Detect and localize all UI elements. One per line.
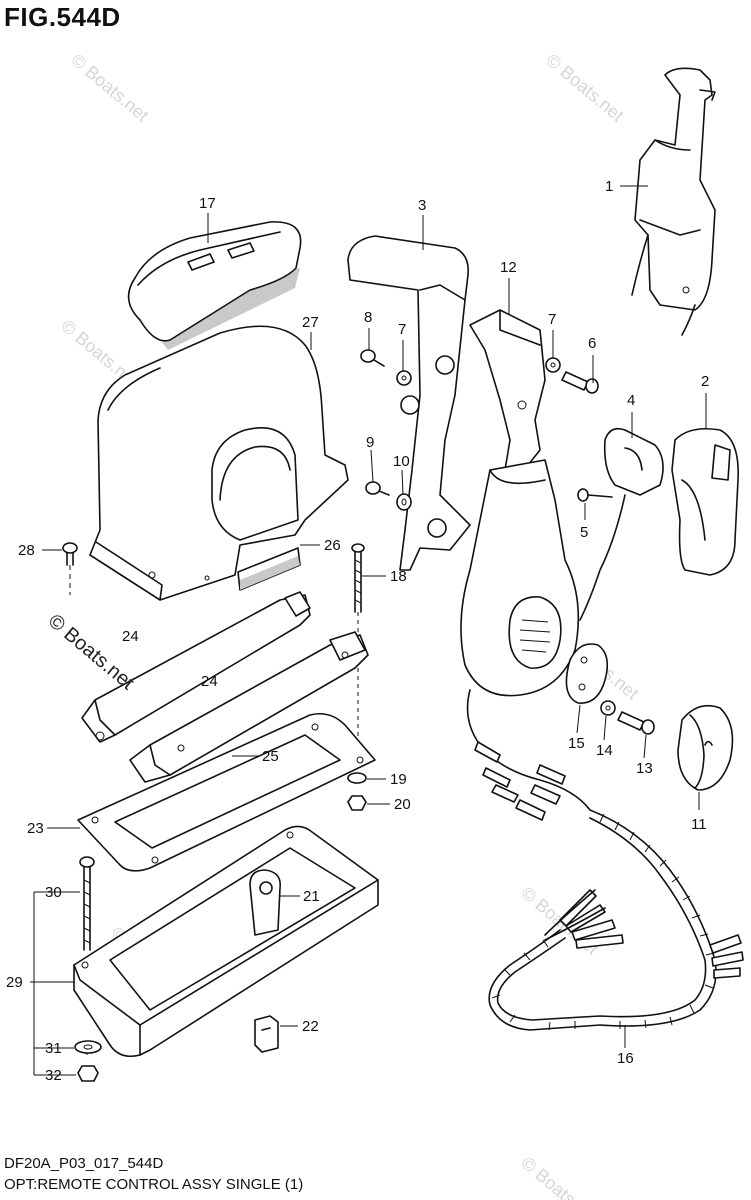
part-1-remote-assy [631, 67, 716, 336]
leader-lines [30, 185, 707, 1076]
callout-5: 5 [580, 524, 588, 541]
callout-22: 22 [302, 1018, 319, 1035]
callout-24-second: 24 [201, 673, 218, 690]
callout-31: 31 [45, 1040, 62, 1057]
callout-23: 23 [27, 820, 44, 837]
callout-6: 6 [588, 335, 596, 352]
part-8-screw [360, 349, 385, 367]
faint-watermark: © Boats.net [67, 50, 152, 126]
callout-1: 1 [605, 178, 613, 195]
part-21-holder [249, 869, 282, 936]
callout-7: 7 [398, 321, 406, 338]
callout-4: 4 [627, 392, 635, 409]
part-27-cover [89, 325, 349, 601]
part-15-plate [565, 643, 609, 704]
part-5-screw [577, 488, 613, 502]
callout-11: 11 [691, 816, 707, 833]
callout-8: 8 [364, 309, 372, 326]
callout-12: 12 [500, 259, 517, 276]
callout-14: 14 [596, 742, 613, 759]
part-29-base [73, 825, 379, 1058]
callout-20: 20 [394, 796, 411, 813]
part-22-clip [254, 1015, 279, 1053]
callout-19: 19 [390, 771, 407, 788]
part-7-washer-2 [545, 357, 561, 373]
part-16-harness [466, 689, 744, 1031]
part-24-bracket-upper [81, 591, 311, 743]
callout-21: 21 [303, 888, 320, 905]
part-9-screw [365, 481, 390, 496]
part-14-washer [600, 700, 616, 716]
callout-24: 24 [122, 628, 139, 645]
callout-27: 27 [302, 314, 319, 331]
callout-29: 29 [6, 974, 23, 991]
callout-labels: 1 2 3 4 5 6 7 7 8 9 10 11 12 13 14 15 16… [6, 178, 709, 1084]
callout-7-second: 7 [548, 311, 556, 328]
callout-26: 26 [324, 537, 341, 554]
callout-15: 15 [568, 735, 585, 752]
part-11-cap [677, 704, 734, 791]
callout-32: 32 [45, 1067, 62, 1084]
part-10-washer [396, 493, 412, 511]
diagram-subtitle: OPT:REMOTE CONTROL ASSY SINGLE (1) [4, 1176, 304, 1193]
part-3-handle [347, 235, 471, 571]
callout-30: 30 [45, 884, 62, 901]
part-4-switch [579, 427, 664, 621]
part-6-screw [561, 371, 599, 394]
part-30-bolt [79, 856, 95, 1055]
callout-9: 9 [366, 434, 374, 451]
callout-25: 25 [262, 748, 279, 765]
part-24-bracket-lower [129, 631, 369, 783]
part-28-screw [62, 542, 78, 595]
part-20-nut [347, 795, 367, 811]
remote-control-body [460, 459, 580, 697]
part-17-cap [127, 221, 302, 350]
faint-watermark: © Boats.net [542, 50, 627, 126]
callout-3: 3 [418, 197, 426, 214]
part-26-clip [237, 547, 301, 591]
figure-title: FIG.544D [4, 2, 121, 32]
callout-2: 2 [701, 373, 709, 390]
part-2-grip [671, 427, 739, 576]
part-7-washer [396, 370, 412, 386]
part-19-washer [347, 772, 367, 784]
part-23-gasket [77, 712, 376, 872]
callout-28: 28 [18, 542, 35, 559]
diagram-code: DF20A_P03_017_544D [4, 1155, 164, 1172]
faint-watermark: © Boats.net [517, 1153, 602, 1200]
callout-16: 16 [617, 1050, 634, 1067]
callout-13: 13 [636, 760, 653, 777]
part-13-screw [617, 711, 655, 735]
part-12-arm [469, 309, 546, 476]
part-32-nut [77, 1065, 99, 1082]
part-31-washer [74, 1040, 102, 1054]
callout-18: 18 [390, 568, 407, 585]
callout-17: 17 [199, 195, 216, 212]
callout-10: 10 [393, 453, 410, 470]
